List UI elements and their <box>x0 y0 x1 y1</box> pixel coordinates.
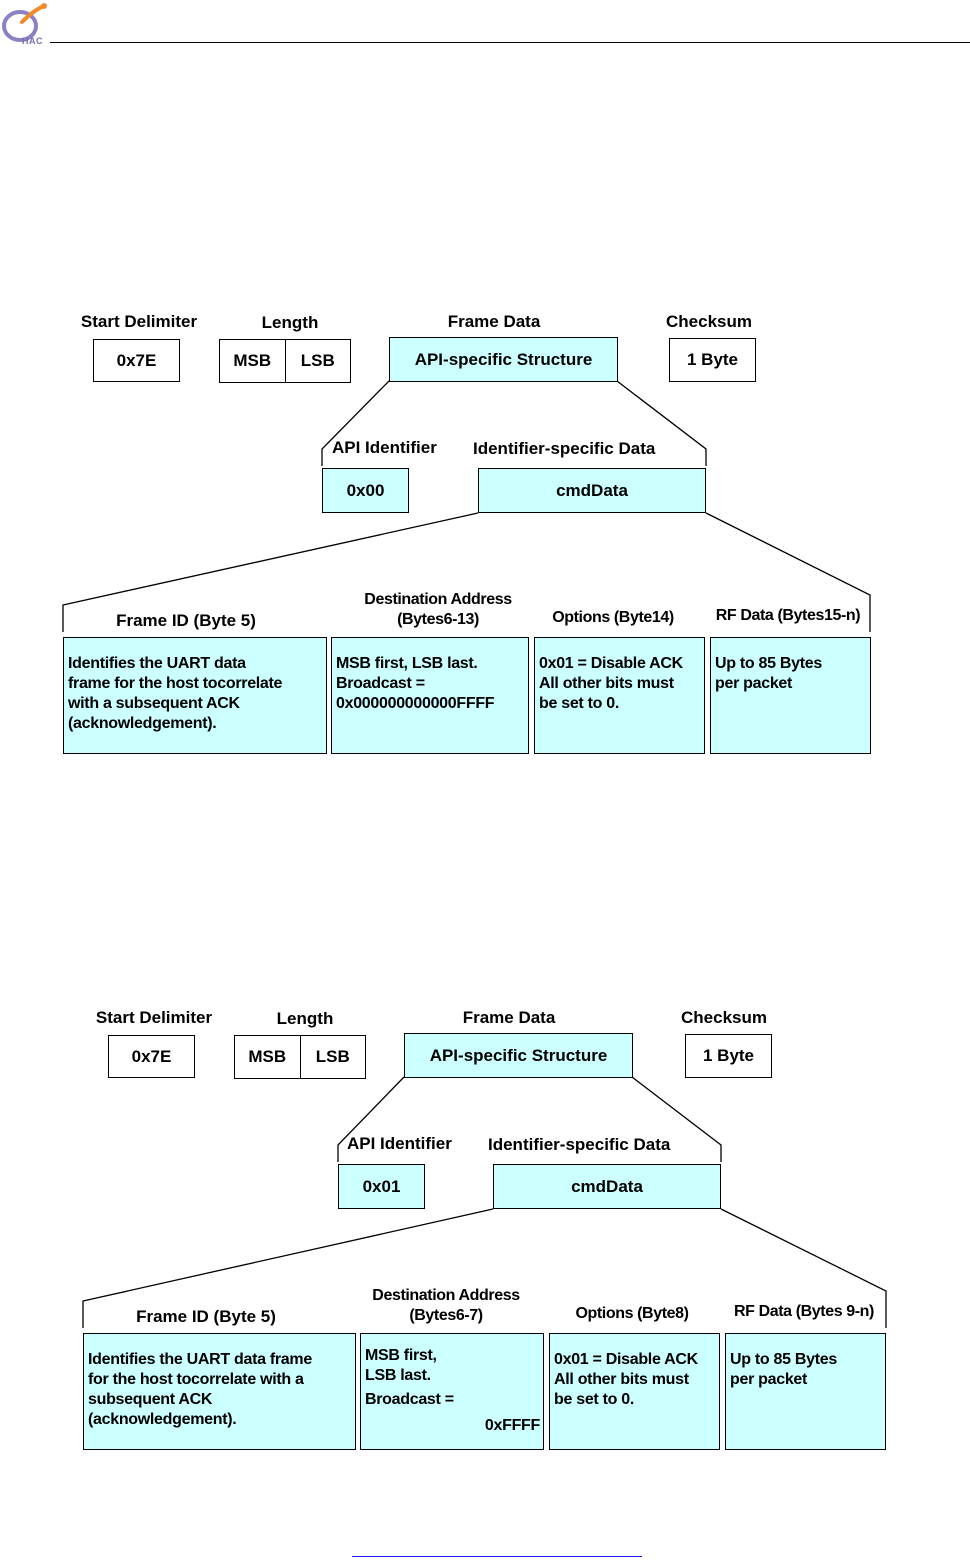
rf-data-line: per packet <box>715 675 793 692</box>
api-identifier-box: 0x00 <box>322 468 409 513</box>
frame-id-line: (acknowledgement). <box>88 1411 237 1428</box>
frame-id-line: frame for the host tocorrelate <box>68 675 283 692</box>
length-lsb: LSB <box>299 1036 366 1078</box>
rf-data-label: RF Data (Bytes15-n) <box>715 607 861 624</box>
options-label: Options (Byte14) <box>552 609 674 626</box>
frame-id-line: Identifies the UART data frame <box>88 1351 312 1368</box>
destination-address-bytes-label: (Bytes6-7) <box>409 1307 483 1324</box>
frame-id-line: for the host tocorrelate with a <box>88 1371 304 1388</box>
frame-data-label: Frame Data <box>447 312 541 331</box>
length-label: Length <box>261 313 319 332</box>
destination-address-line: Broadcast = <box>336 675 425 692</box>
frame-id-box: Identifies the UART data frame for the h… <box>83 1333 356 1450</box>
destination-address-bytes-label: (Bytes6-13) <box>397 611 479 628</box>
rf-data-box: Up to 85 Bytes per packet <box>710 637 871 754</box>
api-identifier-label: API Identifier <box>332 438 437 457</box>
destination-address-line: 0xFFFF <box>484 1417 540 1434</box>
identifier-specific-label: Identifier-specific Data <box>473 439 656 458</box>
connector-lines <box>82 1076 887 1328</box>
start-delimiter-label: Start Delimiter <box>80 312 198 331</box>
frame-id-line: (acknowledgement). <box>68 715 217 732</box>
hac-logo: HAC <box>0 0 52 46</box>
destination-address-line: LSB last. <box>365 1367 431 1384</box>
rf-data-box: Up to 85 Bytes per packet <box>725 1333 886 1450</box>
destination-address-label: Destination Address <box>372 1287 520 1304</box>
connector-lines <box>62 380 871 632</box>
rf-data-line: per packet <box>730 1371 808 1388</box>
frame-id-line: with a subsequent ACK <box>68 695 240 712</box>
logo-text: HAC <box>22 36 43 46</box>
frame-id-line: subsequent ACK <box>88 1391 213 1408</box>
frame-data-box: API-specific Structure <box>389 337 618 382</box>
start-delimiter-box: 0x7E <box>93 339 180 382</box>
frame-data-box: API-specific Structure <box>404 1033 633 1078</box>
frame-id-box: Identifies the UART data frame for the h… <box>63 637 327 754</box>
checksum-label: Checksum <box>666 312 752 331</box>
checksum-box: 1 Byte <box>685 1034 772 1078</box>
identifier-specific-label: Identifier-specific Data <box>488 1135 671 1154</box>
destination-address-box: MSB first, LSB last. Broadcast = 0xFFFF <box>360 1333 544 1450</box>
length-box: MSB LSB <box>234 1035 366 1079</box>
start-delimiter-label: Start Delimiter <box>95 1008 213 1027</box>
options-line: 0x01 = Disable ACK <box>554 1351 698 1368</box>
options-line: be set to 0. <box>554 1391 634 1408</box>
options-line: be set to 0. <box>539 695 619 712</box>
rf-data-line: Up to 85 Bytes <box>715 655 822 672</box>
options-box: 0x01 = Disable ACK All other bits must b… <box>534 637 705 754</box>
header-rule <box>50 42 970 43</box>
footer-link-underline[interactable] <box>352 1556 642 1557</box>
destination-address-line: 0x000000000000FFFF <box>336 695 495 712</box>
length-box: MSB LSB <box>219 339 351 383</box>
options-label: Options (Byte8) <box>575 1305 689 1322</box>
start-delimiter-box: 0x7E <box>108 1035 195 1078</box>
destination-address-line: MSB first, <box>365 1347 437 1364</box>
length-label: Length <box>276 1009 334 1028</box>
frame-id-label: Frame ID (Byte 5) <box>136 1307 276 1326</box>
frame-id-line: Identifies the UART data <box>68 655 246 672</box>
length-lsb: LSB <box>284 340 351 382</box>
checksum-label: Checksum <box>681 1008 767 1027</box>
destination-address-line: Broadcast = <box>365 1391 454 1408</box>
api-identifier-label: API Identifier <box>347 1134 452 1153</box>
rf-data-line: Up to 85 Bytes <box>730 1351 837 1368</box>
logo-swoosh-icon <box>2 3 47 42</box>
api-frame-diagram-2: Start Delimiter 0x7E Length MSB LSB Fram… <box>0 996 970 1466</box>
options-line: All other bits must <box>554 1371 689 1388</box>
frame-id-label: Frame ID (Byte 5) <box>116 611 256 630</box>
length-msb: MSB <box>233 351 272 370</box>
checksum-box: 1 Byte <box>669 338 756 382</box>
api-frame-diagram-1: Start Delimiter 0x7E Length MSB LSB Fram… <box>0 300 970 770</box>
rf-data-label: RF Data (Bytes 9-n) <box>734 1303 874 1320</box>
destination-address-box: MSB first, LSB last. Broadcast = 0x00000… <box>331 637 529 754</box>
options-line: All other bits must <box>539 675 674 692</box>
destination-address-label: Destination Address <box>364 591 512 608</box>
identifier-specific-box: cmdData <box>478 468 706 513</box>
identifier-specific-box: cmdData <box>493 1164 721 1209</box>
options-line: 0x01 = Disable ACK <box>539 655 683 672</box>
destination-address-line: MSB first, LSB last. <box>336 655 478 672</box>
options-box: 0x01 = Disable ACK All other bits must b… <box>549 1333 720 1450</box>
api-identifier-box: 0x01 <box>338 1164 425 1209</box>
length-msb: MSB <box>248 1047 287 1066</box>
frame-data-label: Frame Data <box>462 1008 556 1027</box>
